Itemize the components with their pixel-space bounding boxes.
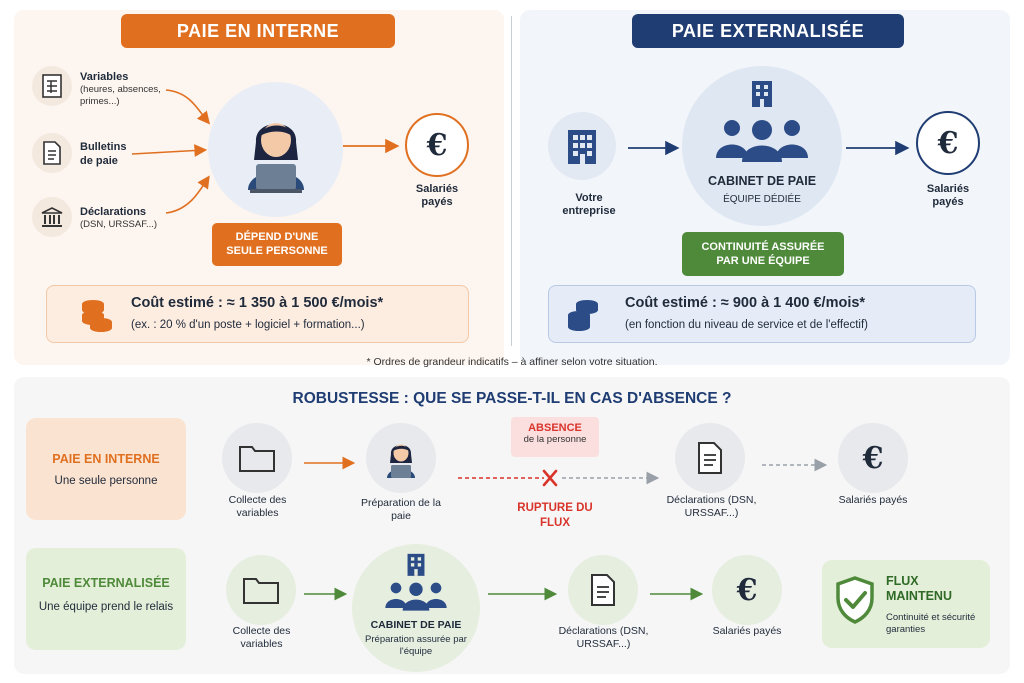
row1-person-circle (366, 423, 436, 493)
row2-cabinet-sub: Préparation assurée par l'équipe (365, 634, 467, 657)
document-icon (591, 574, 615, 606)
building-icon (568, 130, 596, 164)
rupture-label: RUPTURE DU FLUX (517, 502, 593, 529)
arrow-payslips (131, 144, 208, 157)
row1-step2: Préparation de la paie (361, 497, 441, 522)
institution-icon (32, 197, 72, 237)
absence-sub: de la personne (523, 434, 587, 445)
cabinet-building-icon (749, 78, 775, 113)
absence-box: ABSENCE de la personne (511, 417, 599, 457)
robustness-title: ROBUSTESSE : QUE SE PASSE-T-IL EN CAS D'… (292, 390, 732, 407)
input-variables-sub: (heures, absences, primes...) (80, 84, 161, 107)
person-avatar (208, 82, 343, 217)
cost-box-internal (46, 285, 469, 343)
folder-icon (243, 578, 279, 604)
single-person-badge: DÉPEND D'UNE SEULE PERSONNE (212, 223, 342, 266)
shield-check-icon (834, 576, 876, 629)
cost-box-external (548, 285, 976, 343)
team-icon (714, 116, 810, 169)
row1-doc-circle (675, 423, 745, 493)
row2-sub: Une équipe prend le relais (38, 601, 174, 613)
euro-icon-internal: € (405, 113, 469, 177)
row2-label: PAIE EXTERNALISÉE (42, 576, 170, 590)
paid-employees-internal: Salariés payés (415, 183, 459, 208)
footnote: * Ordres de grandeur indicatifs – à affi… (366, 356, 658, 368)
coins-icon-internal (80, 294, 114, 339)
variables-icon (32, 66, 72, 106)
row1-euro-circle: € (838, 423, 908, 493)
vertical-divider (511, 16, 512, 346)
row2-euro-circle: € (712, 555, 782, 625)
payslip-icon (32, 133, 72, 173)
cost-sub-internal: (ex. : 20 % d'un poste + logiciel + form… (131, 319, 365, 331)
row1-label: PAIE EN INTERNE (52, 452, 160, 466)
folder-icon (239, 446, 275, 472)
row2-building-icon (405, 551, 427, 582)
paid-employees-external: Salariés payés (926, 183, 970, 208)
rupture-x-icon (542, 469, 558, 487)
row2-team-icon (384, 580, 448, 617)
absence-title: ABSENCE (528, 422, 582, 434)
arrow-declarations (165, 175, 210, 214)
internal-title: PAIE EN INTERNE (121, 14, 395, 48)
row1-step4: Salariés payés (838, 494, 908, 506)
continuity-badge: CONTINUITÉ ASSURÉE PAR UNE ÉQUIPE (682, 232, 844, 276)
row2-step1: Collecte des variables (232, 625, 291, 650)
person-at-laptop-icon (247, 122, 304, 193)
row2-folder-circle (226, 555, 296, 625)
company-avatar (548, 112, 616, 180)
cost-title-internal: Coût estimé : ≈ 1 350 à 1 500 €/mois* (131, 295, 384, 311)
row1-sub: Une seule personne (54, 475, 158, 487)
row2-label-box (26, 548, 186, 650)
row2-step3: Déclarations (DSN, URSSAF...) (558, 625, 649, 650)
row2-doc-circle (568, 555, 638, 625)
row1-step3: Déclarations (DSN, URSSAF...) (666, 494, 757, 519)
your-company-label: Votre entreprise (562, 192, 616, 217)
flux-sub: Continuité et sécurité garanties (886, 612, 976, 635)
flux-title: FLUX MAINTENU (886, 574, 952, 603)
cabinet-sub-top: ÉQUIPE DÉDIÉE (723, 194, 801, 205)
input-declarations: Déclarations (DSN, URSSAF...) (80, 205, 180, 231)
arrow-variables (165, 89, 211, 125)
euro-icon-external: € (916, 111, 980, 175)
row1-label-box (26, 418, 186, 520)
coins-icon-external (566, 294, 600, 339)
row2-cabinet-title: CABINET DE PAIE (370, 619, 462, 631)
cabinet-title-top: CABINET DE PAIE (707, 174, 817, 188)
input-payslips: Bulletins de paie (80, 141, 127, 167)
document-icon (698, 442, 722, 474)
input-declarations-sub: (DSN, URSSAF...) (80, 219, 158, 230)
row1-step1: Collecte des variables (228, 494, 287, 519)
cost-sub-external: (en fonction du niveau de service et de … (625, 319, 868, 331)
person-at-laptop-icon (387, 444, 415, 478)
row1-folder-circle (222, 423, 292, 493)
external-title: PAIE EXTERNALISÉE (632, 14, 904, 48)
row2-step4: Salariés payés (712, 625, 782, 637)
cost-title-external: Coût estimé : ≈ 900 à 1 400 €/mois* (625, 295, 866, 311)
input-variables: Variables (heures, absences, primes...) (80, 70, 180, 108)
